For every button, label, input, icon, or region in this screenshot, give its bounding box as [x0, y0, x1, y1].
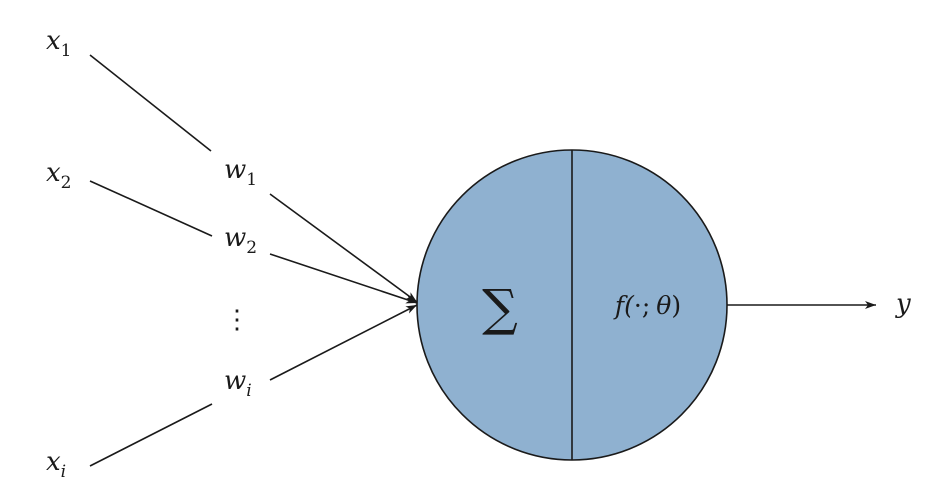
weight-w2-label: w2 [224, 223, 257, 258]
activation-function-label: f(·;θ) [613, 291, 681, 320]
weight-w1-label: w1 [224, 155, 257, 190]
arrow-w1-neuron [269, 193, 418, 303]
edge-xi-wi [89, 403, 213, 467]
output-y-label: y [895, 289, 911, 319]
summation-symbol: ∑ [482, 279, 518, 337]
weight-wi-label: wi [224, 366, 252, 401]
arrow-wi-neuron [269, 304, 418, 381]
vertical-ellipsis: ⋮ [224, 305, 250, 335]
edge-x2-w2 [89, 180, 213, 237]
input-xi-label: xi [46, 447, 66, 482]
arrow-w2-neuron [269, 253, 418, 304]
input-x1-label: x1 [46, 26, 72, 61]
input-x2-label: x2 [46, 158, 72, 193]
edge-x1-w1 [89, 54, 212, 152]
